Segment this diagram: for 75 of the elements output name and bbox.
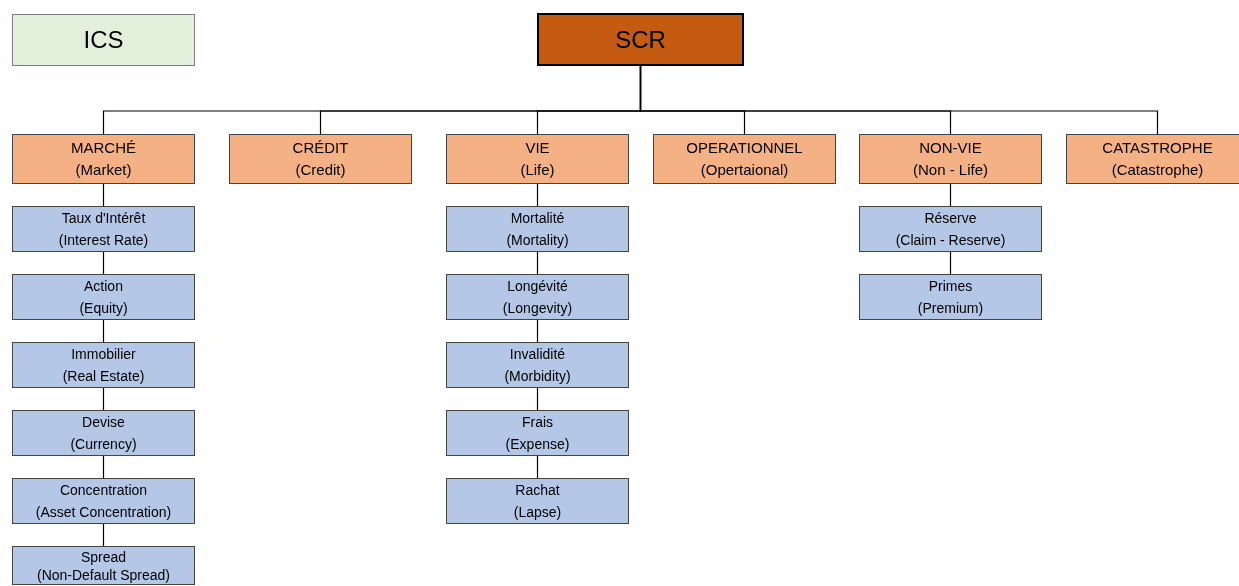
node-subtitle: (Non - Life)	[913, 160, 988, 180]
sub-module-box	[12, 342, 195, 388]
root-box	[537, 13, 744, 66]
node-subtitle: (Credit)	[295, 160, 346, 180]
connector-line	[102, 523, 105, 547]
node-title: SCR	[615, 28, 666, 51]
node-title: Devise	[82, 413, 125, 432]
node-subtitle: (Real Estate)	[62, 367, 145, 386]
sub-module-box	[859, 274, 1042, 320]
connector-line	[536, 183, 539, 207]
sub-module-box	[446, 342, 629, 388]
node-subtitle: (Currency)	[70, 435, 137, 454]
node-title: Immobilier	[71, 345, 136, 364]
connector-line	[949, 183, 952, 207]
node-title: Longévité	[507, 277, 568, 296]
node-title: Concentration	[59, 481, 148, 500]
node-title: Spread	[80, 547, 127, 566]
connector-line	[102, 387, 105, 411]
category-box	[859, 134, 1042, 184]
node-title: CATASTROPHE	[1102, 138, 1213, 158]
sub-module-box	[12, 410, 195, 456]
node-title: Invalidité	[509, 345, 566, 364]
node-title: Taux d'Intérêt	[61, 209, 146, 228]
connector-line	[536, 251, 539, 275]
sub-module-box	[12, 546, 195, 585]
node-subtitle: (Mortality)	[506, 231, 569, 250]
connector-line	[639, 65, 1159, 135]
node-subtitle: (Non-Default Spread)	[36, 565, 171, 584]
sub-module-box	[12, 206, 195, 252]
sub-module-box	[12, 274, 195, 320]
connector-line	[102, 319, 105, 343]
node-title: Primes	[928, 277, 973, 296]
node-subtitle: (Interest Rate)	[58, 231, 149, 250]
node-subtitle: (Catastrophe)	[1111, 160, 1204, 180]
node-title: VIE	[525, 138, 550, 158]
node-subtitle: (Expense)	[505, 435, 570, 454]
node-subtitle: (Market)	[75, 160, 132, 180]
category-box	[446, 134, 629, 184]
sub-module-box	[446, 478, 629, 524]
node-subtitle: (Equity)	[79, 299, 128, 318]
node-subtitle: (Longevity)	[502, 299, 573, 318]
node-title: Mortalité	[510, 209, 565, 228]
node-title: CRÉDIT	[292, 138, 349, 158]
node-title: Rachat	[515, 481, 560, 500]
node-subtitle: (Premium)	[917, 299, 984, 318]
connector-line	[536, 387, 539, 411]
connector-line	[536, 319, 539, 343]
node-title: MARCHÉ	[71, 138, 136, 158]
node-subtitle: (Asset Concentration)	[35, 503, 172, 522]
node-title: NON-VIE	[919, 138, 982, 158]
category-box	[229, 134, 412, 184]
connector-line	[949, 251, 952, 275]
category-box	[12, 134, 195, 184]
node-title: Action	[84, 277, 123, 296]
sub-module-box	[446, 274, 629, 320]
sub-module-box	[12, 478, 195, 524]
node-subtitle: (Opertaional)	[700, 160, 789, 180]
node-subtitle: (Lapse)	[513, 503, 562, 522]
sub-module-box	[446, 206, 629, 252]
sub-module-box	[859, 206, 1042, 252]
label-box	[12, 14, 195, 66]
node-title: Frais	[521, 413, 554, 432]
category-box	[1066, 134, 1239, 184]
node-subtitle: (Morbidity)	[504, 367, 571, 386]
sub-module-box	[446, 410, 629, 456]
node-title: ICS	[83, 29, 124, 51]
connector-line	[102, 183, 105, 207]
node-title: Réserve	[924, 209, 977, 228]
category-box	[653, 134, 836, 184]
node-subtitle: (Claim - Reserve)	[895, 231, 1006, 250]
connector-line	[536, 455, 539, 479]
node-title: OPERATIONNEL	[686, 138, 803, 158]
connector-line	[102, 251, 105, 275]
node-subtitle: (Life)	[520, 160, 555, 180]
connector-line	[102, 455, 105, 479]
